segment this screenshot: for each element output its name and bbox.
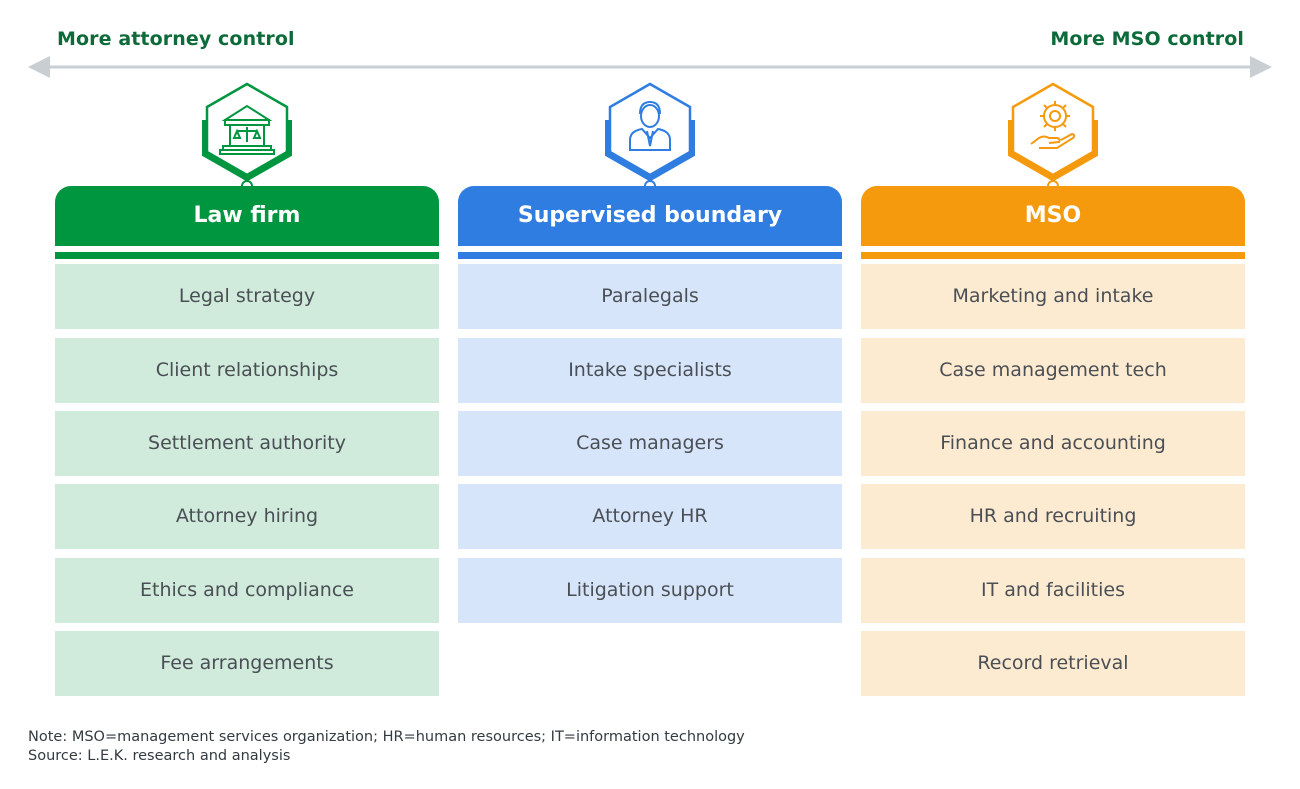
list-item: Case managers bbox=[458, 411, 842, 476]
person-icon-badge bbox=[458, 80, 842, 190]
axis-left-arrowhead bbox=[28, 56, 50, 78]
list-item: HR and recruiting bbox=[861, 484, 1245, 549]
header-strip bbox=[458, 252, 842, 259]
list-item: Client relationships bbox=[55, 338, 439, 403]
list-item: Attorney hiring bbox=[55, 484, 439, 549]
control-axis-arrow bbox=[28, 56, 1272, 78]
list-item: IT and facilities bbox=[861, 558, 1245, 623]
list-item: Paralegals bbox=[458, 264, 842, 329]
list-item: Litigation support bbox=[458, 558, 842, 623]
courthouse-icon-badge bbox=[55, 80, 439, 190]
list-item: Ethics and compliance bbox=[55, 558, 439, 623]
list-item: Marketing and intake bbox=[861, 264, 1245, 329]
header-strip bbox=[861, 252, 1245, 259]
gear-hand-icon-badge bbox=[861, 80, 1245, 190]
list-item: Intake specialists bbox=[458, 338, 842, 403]
axis-right-arrowhead bbox=[1250, 56, 1272, 78]
person-icon bbox=[605, 82, 695, 190]
axis-left-label: More attorney control bbox=[57, 28, 295, 50]
header-strip bbox=[55, 252, 439, 259]
gear-hand-icon bbox=[1008, 82, 1098, 190]
column-header-supervised-boundary: Supervised boundary bbox=[458, 186, 842, 246]
list-item: Legal strategy bbox=[55, 264, 439, 329]
column-header-mso: MSO bbox=[861, 186, 1245, 246]
list-item: Record retrieval bbox=[861, 631, 1245, 696]
list-item: Finance and accounting bbox=[861, 411, 1245, 476]
source-text: Source: L.E.K. research and analysis bbox=[28, 748, 291, 764]
list-item: Settlement authority bbox=[55, 411, 439, 476]
list-item: Attorney HR bbox=[458, 484, 842, 549]
courthouse-icon bbox=[202, 82, 292, 190]
footnotes: Note: MSO=management services organizati… bbox=[28, 728, 745, 766]
axis-right-label: More MSO control bbox=[1050, 28, 1244, 50]
list-item: Case management tech bbox=[861, 338, 1245, 403]
column-header-law-firm: Law firm bbox=[55, 186, 439, 246]
note-text: Note: MSO=management services organizati… bbox=[28, 729, 745, 745]
list-item: Fee arrangements bbox=[55, 631, 439, 696]
